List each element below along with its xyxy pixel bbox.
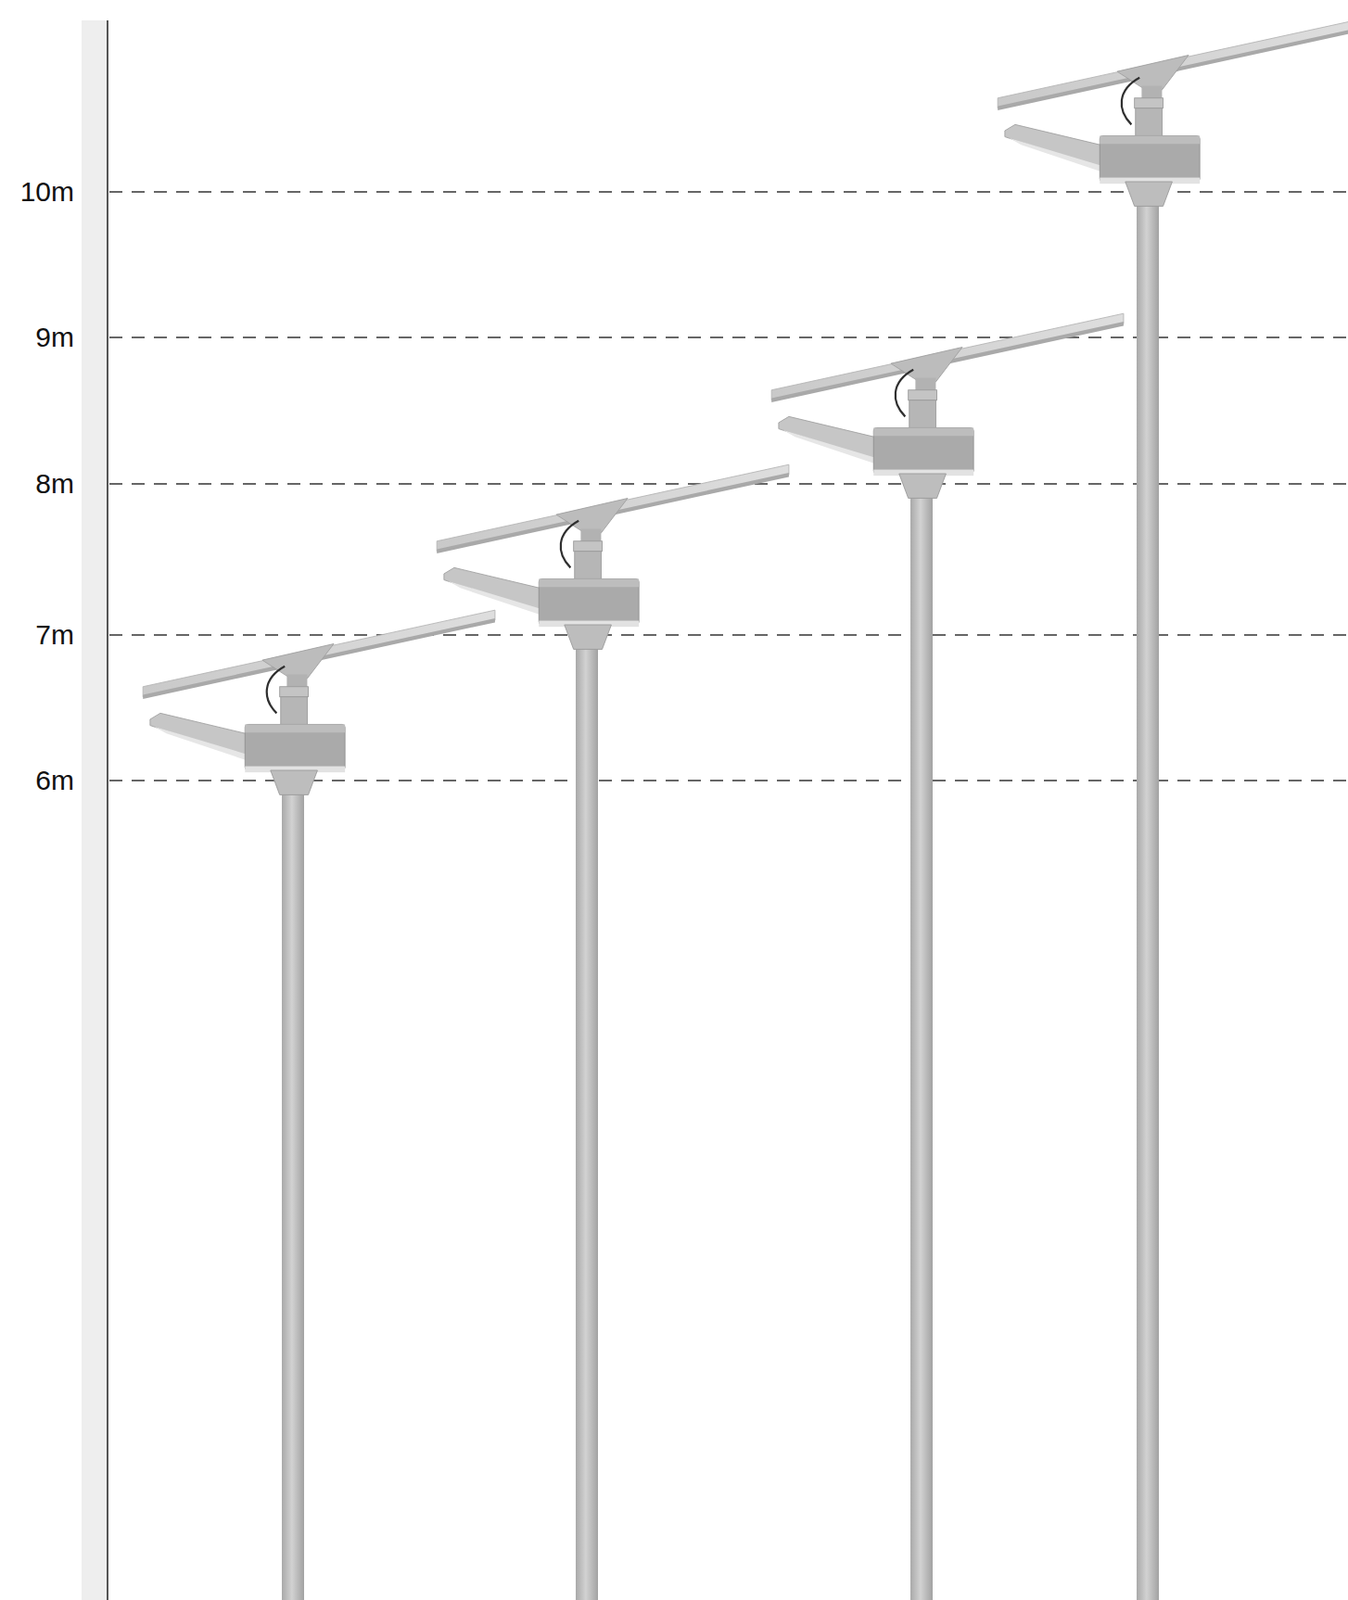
light-poles <box>281 201 1159 1600</box>
solar-lamp-head <box>436 464 789 649</box>
scale-axis <box>106 20 109 1600</box>
height-label: 8m <box>35 468 75 500</box>
height-label: 7m <box>35 619 75 651</box>
solar-lamp-head <box>771 313 1124 498</box>
scale-bar <box>81 20 108 1600</box>
solar-lamp-head <box>142 610 496 795</box>
height-label: 6m <box>35 764 75 797</box>
height-label: 9m <box>35 321 75 354</box>
height-label: 10m <box>20 176 75 208</box>
solar-lamp-head <box>997 21 1348 206</box>
